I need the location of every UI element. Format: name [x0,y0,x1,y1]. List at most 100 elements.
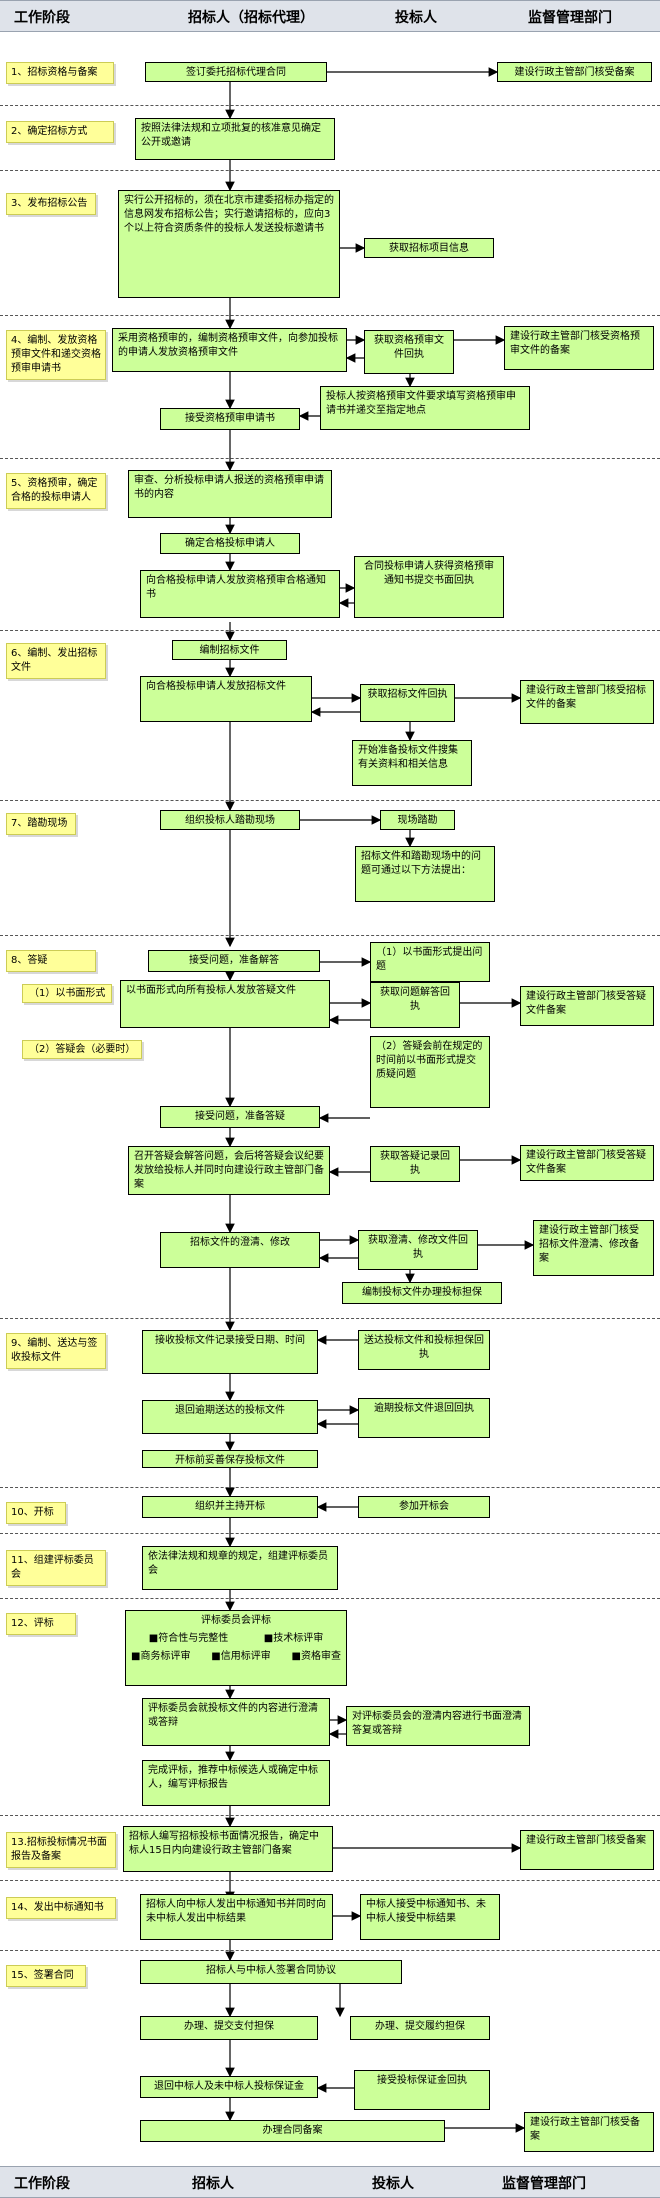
stage-3-label: 3、发布招标公告 [6,193,96,215]
stage-separator [0,1318,660,1319]
qualification-notice-receipt-box: 合同投标申请人获得资格预审通知书提交书面回执 [354,556,504,618]
attend-bid-opening-box: 参加开标会 [358,1496,490,1518]
stage-6-label: 6、编制、发出招标文件 [6,643,106,679]
criterion-technical: ■技术标评审 [263,1633,324,1644]
issue-award-notice-box: 招标人向中标人发出中标通知书并同时向未中标人发出中标结果 [140,1894,333,1940]
receive-award-notice-box: 中标人接受中标通知书、未中标人接受中标结果 [360,1894,500,1940]
criterion-commercial: ■商务标评审 [131,1651,191,1662]
stage-8-sub-written: （1）以书面形式 [22,984,113,1003]
publish-announcement-box: 实行公开招标的，须在北京市建委招标办指定的信息网发布招标公告；实行邀请招标的，应… [118,190,340,298]
header-col-bidder: 投标人 [395,10,437,26]
host-bid-opening-box: 组织并主持开标 [142,1496,318,1518]
stage-12-label: 12、评标 [6,1613,76,1635]
footer-col-bidder: 投标人 [372,2176,414,2192]
stage-separator [0,800,660,801]
stage-7-label: 7、踏勘现场 [6,813,76,835]
committee-clarification-box: 评标委员会就投标文件的内容进行澄清或答辩 [142,1698,330,1746]
stage-separator [0,170,660,171]
header-col-stage: 工作阶段 [14,10,70,26]
organize-site-visit-box: 组织投标人踏勘现场 [160,810,300,830]
criterion-completeness: ■符合性与完整性 [148,1633,229,1644]
receive-meeting-questions-box: 接受问题，准备答疑 [160,1106,320,1128]
clarification-filing-box: 建设行政主管部门核受招标文件澄清、修改备案 [533,1220,654,1276]
stage-2-label: 2、确定招标方式 [6,121,114,143]
evaluation-title: 评标委员会评标 [201,1615,271,1626]
admin-filing-box: 建设行政主管部门核受备案 [497,62,652,82]
footer-col-tenderer: 招标人 [192,2176,234,2192]
header-col-regulator: 监督管理部门 [528,10,612,26]
stage-13-label: 13.招标投标情况书面报告及备案 [6,1832,116,1868]
bid-deposit-receipt-box: 接受投标保证金回执 [354,2070,490,2110]
submit-prequal-application-box: 投标人按资格预审文件要求填写资格预审申请书并递交至指定地点 [320,386,530,430]
accept-prequal-application-box: 接受资格预审申请书 [160,408,300,430]
bid-docs-filing-box: 建设行政主管部门核受招标文件的备案 [520,680,654,724]
stage-separator [0,630,660,631]
stage-separator [0,1950,660,1951]
stage-11-label: 11、组建评标委员会 [6,1550,106,1586]
clarification-receipt-box: 获取澄清、修改文件回执 [358,1230,478,1270]
determine-method-box: 按照法律法规和立项批复的核准意见确定公开或邀请 [135,118,335,160]
receive-bids-box: 接收投标文件记录接受日期、时间 [142,1330,318,1374]
prepare-bid-guarantee-box: 编制投标文件办理投标担保 [342,1282,502,1304]
header-col-tenderer: 招标人（招标代理） [188,10,314,26]
sign-contract-box: 招标人与中标人签署合同协议 [140,1960,402,1984]
stage-10-label: 10、开标 [6,1502,66,1524]
performance-guarantee-box: 办理、提交履约担保 [350,2016,490,2040]
issue-bid-docs-box: 向合格投标申请人发放招标文件 [140,676,312,722]
bid-docs-receipt-box: 获取招标文件回执 [360,684,455,722]
issue-prequal-docs-box: 采用资格预审的，编制资格预审文件，向参加投标的申请人发放资格预审文件 [112,328,347,372]
review-applications-box: 审查、分析投标申请人报送的资格预审申请书的内容 [128,470,332,518]
written-report-box: 招标人编写招标投标书面情况报告，确定中标人15日内向建设行政主管部门备案 [123,1826,333,1872]
store-bids-box: 开标前妥善保存投标文件 [142,1450,318,1468]
stage-separator [0,105,660,106]
stage-separator [0,1487,660,1488]
footer-col-regulator: 监督管理部门 [502,2176,586,2192]
report-filing-box: 建设行政主管部门核受备案 [520,1830,654,1870]
confirm-qualified-box: 确定合格投标申请人 [160,533,300,554]
compile-bid-docs-box: 编制招标文件 [172,640,287,660]
stage-9-label: 9、编制、送达与签收投标文件 [6,1333,106,1369]
return-late-bids-box: 退回逾期送达的投标文件 [142,1400,318,1434]
clarify-bid-docs-box: 招标文件的澄清、修改 [160,1232,320,1268]
return-bid-deposit-box: 退回中标人及未中标人投标保证金 [140,2076,318,2098]
stage-8-sub-meeting: （2）答疑会（必要时） [22,1040,143,1059]
contract-admin-filing-box: 建设行政主管部门核受备案 [524,2112,654,2152]
answers-filing-box: 建设行政主管部门核受答疑文件备案 [520,986,654,1026]
written-questions-box: （1）以书面形式提出问题 [370,942,490,982]
footer-col-stage: 工作阶段 [14,2176,70,2192]
evaluation-criteria-row-1: ■符合性与完整性 ■技术标评审 [131,1632,341,1646]
header-bar: 工作阶段 招标人（招标代理） 投标人 监督管理部门 [0,0,660,32]
hold-qa-meeting-box: 召开答疑会解答问题，会后将答疑会议纪要发放给投标人并同时向建设行政主管部门备案 [128,1146,330,1195]
stage-15-label: 15、签署合同 [6,1965,86,1987]
stage-separator [0,1533,660,1534]
written-clarification-box: 对评标委员会的澄清内容进行书面澄清答复或答辩 [346,1706,530,1746]
stage-separator [0,935,660,936]
stage-5-label: 5、资格预审，确定合格的投标申请人 [6,473,106,509]
evaluation-box: 评标委员会评标 ■符合性与完整性 ■技术标评审 ■商务标评审 ■信用标评审 ■资… [125,1610,347,1686]
receive-questions-box: 接受问题，准备解答 [148,950,320,972]
prequal-docs-receipt-box: 获取资格预审文件回执 [364,330,454,374]
stage-8-label: 8、答疑 [6,950,96,972]
meeting-questions-box: （2）答疑会前在规定的时间前以书面形式提交质疑问题 [370,1036,490,1108]
issue-qualification-notice-box: 向合格投标申请人发放资格预审合格通知书 [140,570,340,618]
footer-bar: 工作阶段 招标人 投标人 监督管理部门 [0,2166,660,2198]
stage-separator [0,315,660,316]
stage-separator [0,1598,660,1599]
stage-separator [0,1880,660,1881]
stage-14-label: 14、发出中标通知书 [6,1897,116,1919]
meeting-minutes-filing-box: 建设行政主管部门核受答疑文件备案 [520,1145,654,1181]
criterion-credit: ■信用标评审 [211,1651,271,1662]
sign-agency-contract-box: 签订委托招标代理合同 [145,62,327,82]
obtain-project-info-box: 获取招标项目信息 [364,238,494,258]
late-bid-return-receipt-box: 逾期投标文件退回回执 [358,1398,490,1438]
criterion-qualification: ■资格审查 [291,1651,341,1662]
contract-filing-box: 办理合同备案 [140,2120,445,2142]
meeting-minutes-receipt-box: 获取答疑记录回执 [370,1146,460,1182]
finish-evaluation-box: 完成评标，推荐中标候选人或确定中标人，编写评标报告 [142,1760,330,1806]
raise-questions-box: 招标文件和踏勘现场中的问题可通过以下方法提出： [355,846,495,902]
issue-answers-box: 以书面形式向所有投标人发放答疑文件 [120,980,330,1028]
bid-delivery-receipt-box: 送达投标文件和投标担保回执 [358,1330,490,1370]
stage-1-label: 1、招标资格与备案 [6,62,114,84]
site-visit-box: 现场踏勘 [380,810,455,830]
